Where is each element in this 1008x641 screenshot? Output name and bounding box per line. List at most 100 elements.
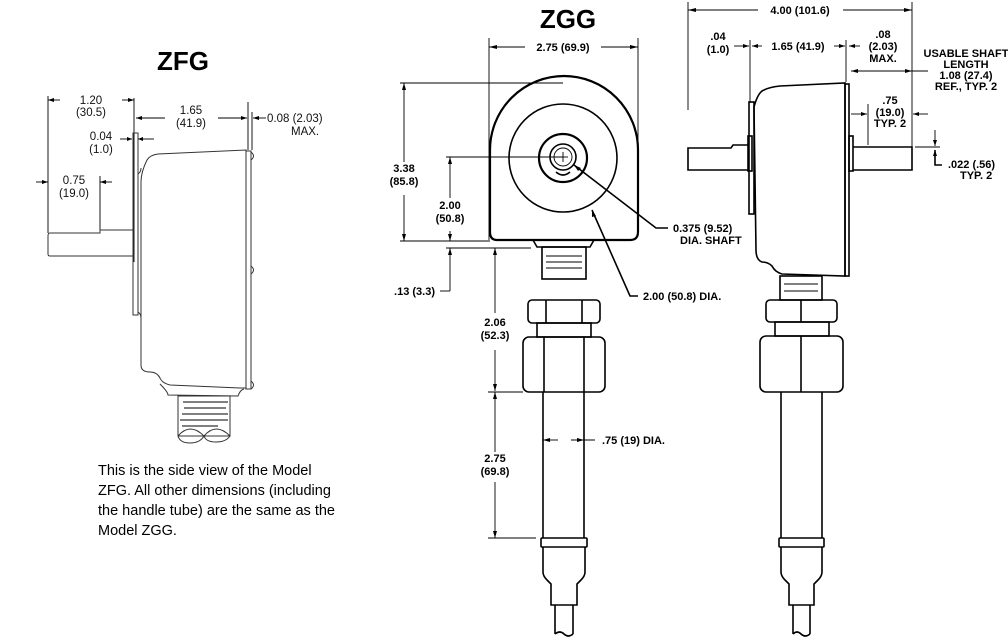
zfg-dim-shaft-1: 0.75 <box>63 175 85 187</box>
zgg-dim-fitting-1: 2.06 <box>484 317 505 329</box>
arrowhead <box>493 392 497 399</box>
zgg-dim-height-1: 3.38 <box>393 163 414 175</box>
arrowhead <box>851 69 858 73</box>
arrowhead <box>543 438 550 442</box>
zgg-side-back-hub <box>848 135 854 172</box>
zgg-leader-dial <box>591 209 638 297</box>
zgg-side-dim-usable-3: 1.08 (27.4) <box>939 70 993 82</box>
zgg-side-handle-taper <box>780 547 823 606</box>
zfg-back-nub <box>250 380 254 390</box>
arrowhead <box>933 150 937 156</box>
arrowhead <box>241 116 247 120</box>
zfg-dim-overall-1: 1.20 <box>80 95 102 107</box>
arrowhead <box>574 165 581 171</box>
arrowhead <box>493 384 497 391</box>
zgg-lock-nut <box>527 299 601 324</box>
zgg-spacer <box>536 322 592 338</box>
zgg-side-spacer <box>774 321 830 337</box>
zfg-side-view: ZFG 1.20 (30.5) 1.65 (41.9) 0.08 (2.03) … <box>36 46 323 444</box>
arrowhead <box>402 234 406 241</box>
arrowhead <box>448 248 452 255</box>
zfg-housing-edge <box>137 311 142 319</box>
arrowhead <box>688 8 696 12</box>
zfg-title: ZFG <box>157 46 209 76</box>
zgg-collar <box>540 537 588 548</box>
zgg-side-housing <box>753 82 846 277</box>
zgg-side-break-line <box>792 631 811 637</box>
arrowhead <box>861 112 867 116</box>
zgg-side-dim-usable-4: REF., TYP. 2 <box>935 81 997 93</box>
zgg-side-front-hub <box>747 135 753 172</box>
zgg-shaft-key <box>555 171 571 176</box>
zfg-housing-edge <box>137 167 142 175</box>
arrowhead <box>100 180 106 184</box>
arrowhead <box>743 44 749 48</box>
arrowhead <box>127 137 132 141</box>
zgg-side-view: 4.00 (101.6) .04 (1.0) 1.65 (41.9) .08 (… <box>687 2 1008 637</box>
zgg-dim-tube-dia: .75 (19) DIA. <box>602 435 665 447</box>
zfg-back-nub <box>250 265 254 275</box>
zfg-dim-body-1: 1.65 <box>180 105 202 117</box>
zfg-thread-lines <box>180 401 228 427</box>
arrowhead <box>136 116 142 120</box>
zfg-note: This is the side view of the Model ZFG. … <box>98 463 335 539</box>
zgg-hex-nut <box>522 336 606 393</box>
zgg-thread <box>541 246 587 280</box>
zgg-side-cable <box>792 605 811 634</box>
arrowhead <box>42 180 48 184</box>
zfg-shaft <box>47 229 134 257</box>
arrowhead <box>752 44 758 48</box>
zgg-side-dim-shaft-1: .75 <box>882 95 897 107</box>
arrowhead <box>933 140 937 146</box>
zfg-back-nub <box>250 151 254 161</box>
zgg-side-dim-back-3: MAX. <box>869 53 897 65</box>
zgg-side-dim-shaft-2: (19.0) <box>876 107 905 119</box>
zgg-front-view: ZGG 2.75 (69.9) 3.38 (85.8) 2.00 <box>390 4 742 637</box>
arrowhead <box>448 234 452 241</box>
zgg-side-dim-flat-2: TYP. 2 <box>960 170 992 182</box>
zgg-dim-fitting-2: (52.3) <box>481 330 510 342</box>
arrowhead <box>402 83 406 90</box>
zgg-cable <box>554 605 574 634</box>
zgg-side-dim-line <box>934 150 942 166</box>
arrowhead <box>48 98 54 102</box>
arrowhead <box>489 45 497 49</box>
zgg-side-dim-usable-1: USABLE SHAFT <box>924 48 1008 60</box>
arrowhead <box>577 438 584 442</box>
zfg-dim-back-2: MAX. <box>291 126 319 138</box>
zgg-dim-shaft-2: DIA. SHAFT <box>680 235 742 247</box>
zgg-side-dim-usable-2: LENGTH <box>943 59 988 71</box>
zgg-title: ZGG <box>540 4 596 34</box>
zgg-side-shaft-right <box>853 146 913 171</box>
arrowhead <box>138 137 143 141</box>
arrowhead <box>904 8 912 12</box>
zgg-hub-circle <box>537 132 589 184</box>
zfg-flange-plate <box>132 132 139 316</box>
arrowhead <box>630 45 638 49</box>
zgg-break-line <box>554 631 574 637</box>
zfg-back-plate <box>245 150 252 390</box>
zgg-handle-taper <box>542 547 586 606</box>
zgg-dim-tube-len-1: 2.75 <box>484 453 505 465</box>
zfg-dim-flange-2: (1.0) <box>89 144 113 156</box>
zgg-side-dim-flange-2: (1.0) <box>707 44 730 56</box>
arrowhead <box>448 157 452 164</box>
zgg-dim-width: 2.75 (69.9) <box>536 42 590 54</box>
zgg-dim-center-2: (50.8) <box>436 213 465 225</box>
zfg-dim-body-2: (41.9) <box>176 118 206 130</box>
zgg-dim-center-1: 2.00 <box>439 200 460 212</box>
zgg-side-shaft-left <box>687 144 748 171</box>
zgg-side-collar <box>778 537 825 548</box>
zgg-dial-circle <box>508 103 618 213</box>
zfg-dim-overall-2: (30.5) <box>76 107 106 119</box>
arrowhead <box>913 112 919 116</box>
arrowhead <box>493 531 497 538</box>
zfg-dim-back-1: 0.08 (2.03) <box>267 113 323 125</box>
zgg-side-back-plate <box>844 83 850 277</box>
zgg-side-dim-body: 1.65 (41.9) <box>771 41 825 53</box>
zfg-break-line <box>177 428 231 444</box>
zgg-side-dim-flange-1: .04 <box>710 31 726 43</box>
zgg-housing <box>488 74 640 242</box>
arrowhead <box>592 210 596 217</box>
